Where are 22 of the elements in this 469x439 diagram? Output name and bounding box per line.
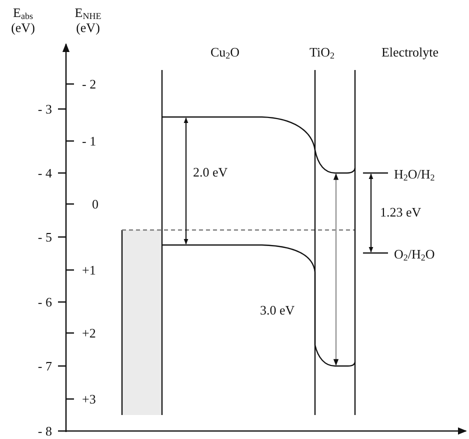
- layer-label: TiO$_{2}$: [310, 44, 334, 60]
- axis-title: E$_{NHE}$ (eV): [74, 5, 102, 35]
- redox-label: O$_{2}$/H$_{2}$O: [394, 246, 435, 262]
- tick-label: +2: [82, 326, 96, 340]
- tick-label: - 5: [38, 230, 52, 244]
- tick-label: +1: [82, 262, 96, 278]
- layer-label: Cu$_{2}$O: [210, 44, 240, 60]
- tick-label: - 8: [38, 424, 52, 438]
- axis-title: E$_{abs}$ (eV): [10, 5, 36, 35]
- tick-label: - 2: [82, 76, 96, 92]
- tick-label: - 7: [38, 358, 52, 374]
- gap-label: 3.0 eV: [260, 302, 295, 318]
- tick-label: - 6: [38, 294, 52, 310]
- layer-label: Electrolyte: [381, 44, 439, 60]
- tick-label: - 3: [38, 102, 52, 116]
- tick-label: - 1: [82, 134, 96, 148]
- tick-label: - 4: [38, 166, 52, 180]
- tick-label: +3: [82, 392, 96, 406]
- gap-label: 2.0 eV: [193, 164, 228, 180]
- gap-label: 1.23 eV: [380, 204, 422, 220]
- redox-label: H$_{2}$O/H$_{2}$: [394, 166, 435, 182]
- tick-label: 0: [92, 196, 98, 212]
